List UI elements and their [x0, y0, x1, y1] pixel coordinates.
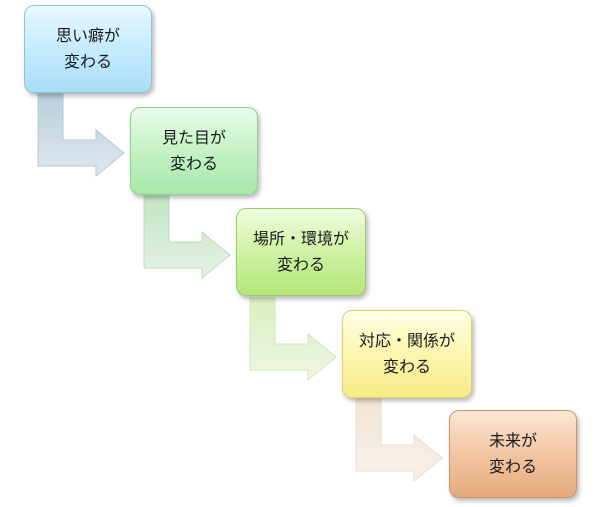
- connector-arrow-4: [355, 398, 443, 483]
- step-3-line-2: 変わる: [276, 255, 325, 274]
- step-1-line-2: 変わる: [63, 52, 112, 71]
- step-box-4: 対応・関係が 変わる: [342, 310, 472, 398]
- step-box-1: 思い癖が 変わる: [24, 5, 152, 93]
- step-2-line-1: 見た目が: [161, 128, 226, 147]
- step-3-line-1: 場所・環境が: [252, 229, 349, 248]
- connector-arrow-1: [37, 93, 125, 178]
- step-box-3: 場所・環境が 変わる: [236, 208, 366, 296]
- connector-arrow-2: [143, 195, 231, 280]
- step-box-2: 見た目が 変わる: [130, 107, 258, 195]
- step-5-line-1: 未来が: [488, 431, 537, 450]
- step-5-line-2: 変わる: [488, 457, 537, 476]
- step-2-line-2: 変わる: [169, 154, 218, 173]
- step-1-line-1: 思い癖が: [55, 26, 120, 45]
- step-box-5: 未来が 変わる: [449, 410, 577, 498]
- step-4-line-1: 対応・関係が: [358, 331, 455, 350]
- step-4-line-2: 変わる: [382, 357, 431, 376]
- connector-arrow-3: [249, 297, 337, 382]
